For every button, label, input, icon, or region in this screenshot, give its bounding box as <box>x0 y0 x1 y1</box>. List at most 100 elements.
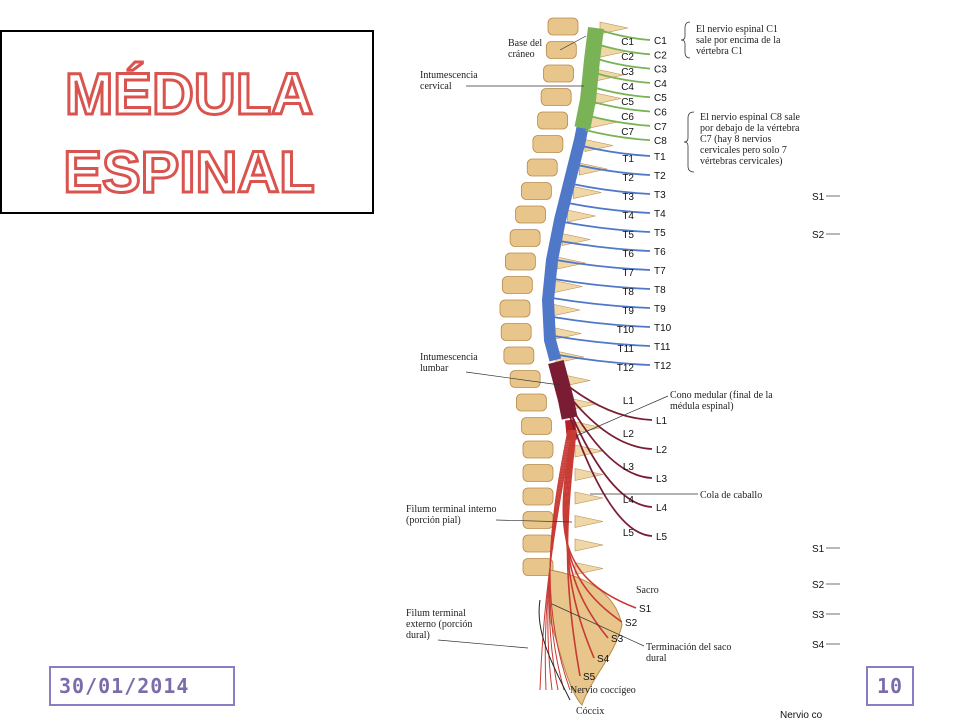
note-c8: El nervio espinal C8 sale <box>700 112 801 123</box>
nerve-t9 <box>551 297 651 309</box>
vertebra-process <box>599 21 629 35</box>
note-c1: sale por encima de la <box>696 35 781 46</box>
edge-label-1: S2 <box>812 230 825 241</box>
vertebra-label-t6: T6 <box>622 249 634 260</box>
label-intum-cervical: Intumescencia <box>420 70 478 81</box>
nerve-c7 <box>588 114 651 127</box>
vertebra-body <box>509 370 541 388</box>
edge-label-3: S2 <box>812 580 825 591</box>
cord-lumbar <box>548 359 578 420</box>
vertebra-label-t11: T11 <box>618 344 635 355</box>
nerve-label-l3: L3 <box>656 474 668 485</box>
nerve-c1 <box>599 29 651 41</box>
nerve-c6 <box>591 100 651 113</box>
vertebra-label-t9: T9 <box>622 306 634 317</box>
vertebra-label-t7: T7 <box>622 268 634 279</box>
vertebra-body <box>499 299 531 318</box>
label-base-craneo: Base del <box>508 38 542 49</box>
nerve-label-t10: T10 <box>654 323 672 334</box>
label-filum-interno: Filum terminal interno <box>406 504 497 515</box>
nerve-t1 <box>581 145 651 157</box>
edge-label-5: S4 <box>812 640 825 651</box>
note-c8: cervicales pero solo 7 <box>700 145 787 156</box>
vertebra-label-c3: C3 <box>621 67 634 78</box>
leader-base <box>559 35 587 51</box>
vertebra-label-t12: T12 <box>617 363 635 374</box>
leader-saco <box>551 603 645 647</box>
leader-filum-externo <box>437 639 529 649</box>
vertebra-label-t1: T1 <box>622 154 634 165</box>
note-c8: vértebras cervicales) <box>700 156 782 167</box>
diagram-labels: C1C2C3C4C5C6C7C8T1T2T3T4T5T6T7T8T9T10T11… <box>406 24 825 720</box>
edge-label-4: S3 <box>812 610 825 621</box>
nerve-t12 <box>558 354 651 366</box>
vertebra-process <box>574 538 604 552</box>
vertebra-body <box>543 64 574 83</box>
nerve-label-t2: T2 <box>654 171 666 182</box>
page-number: 10 <box>866 666 914 706</box>
vertebra-body <box>509 229 541 247</box>
nerve-label-l1: L1 <box>656 416 668 427</box>
nerve-label-s2: S2 <box>625 618 638 629</box>
nerve-label-s4: S4 <box>597 654 610 665</box>
nerve-label-c3: C3 <box>654 65 667 76</box>
note-c1: vértebra C1 <box>696 46 743 57</box>
nerve-label-l5: L5 <box>656 532 668 543</box>
nerve-t8 <box>553 278 651 290</box>
nerve-label-c7: C7 <box>654 122 667 133</box>
vertebra-label-t8: T8 <box>622 287 634 298</box>
leader-lines <box>437 21 840 649</box>
nerve-label-c5: C5 <box>654 93 667 104</box>
nerve-c4 <box>594 72 651 84</box>
vertebra-process <box>574 515 604 528</box>
vertebra-label-l5: L5 <box>623 528 635 539</box>
vertebra-process <box>567 209 596 223</box>
vertebra-body <box>522 511 554 529</box>
vertebra-process <box>574 468 604 481</box>
note-c8: por debajo de la vértebra <box>700 123 800 134</box>
nerve-label-l4: L4 <box>656 503 668 514</box>
note-saco-dural: dural <box>646 653 667 664</box>
vertebra-body <box>503 346 535 365</box>
nerve-l1 <box>560 379 653 421</box>
nerve-label-t9: T9 <box>654 304 666 315</box>
vertebra-label-c4: C4 <box>621 82 634 93</box>
edge-label-bottom: Nervio co <box>780 710 823 720</box>
nerve-t6 <box>559 240 651 252</box>
leader-intum-lumbar <box>465 371 561 386</box>
filum-terminale <box>538 599 571 701</box>
vertebra-process <box>574 491 604 505</box>
vertebra-label-t4: T4 <box>622 211 634 222</box>
vertebra-body <box>520 182 552 200</box>
nerve-label-s3: S3 <box>611 634 624 645</box>
nerve-label-t7: T7 <box>654 266 666 277</box>
footer-date: 30/01/2014 <box>49 666 235 706</box>
nerve-c2 <box>597 43 651 56</box>
leader-cono <box>575 395 669 437</box>
brace-c8 <box>683 111 695 173</box>
title-line-2: ESPINAL <box>63 140 314 205</box>
vertebra-body <box>547 17 579 36</box>
note-nervio-coccigeo: Nervio coccígeo <box>570 685 636 696</box>
nerve-l5 <box>567 411 653 537</box>
nerve-t5 <box>563 221 651 233</box>
label-intum-lumbar: Intumescencia <box>420 352 478 363</box>
cord-cervical <box>574 27 604 130</box>
nerve-label-t1: T1 <box>654 152 666 163</box>
vertebra-body <box>521 417 552 435</box>
leader-filum-interno <box>495 519 573 523</box>
vertebra-label-c6: C6 <box>621 112 634 123</box>
nerve-l3 <box>564 395 653 479</box>
vertebra-label-c1: C1 <box>621 37 634 48</box>
vertebra-body <box>522 464 554 482</box>
note-c8: C7 (hay 8 nervios <box>700 134 771 145</box>
nerve-label-c8: C8 <box>654 136 667 147</box>
nerve-c8 <box>585 129 651 141</box>
label-filum-interno: (porción pial) <box>406 515 461 526</box>
vertebra-label-l4: L4 <box>623 495 635 506</box>
nerve-label-c4: C4 <box>654 79 667 90</box>
nerve-t7 <box>555 259 651 271</box>
brace-c1 <box>680 21 691 59</box>
nerve-label-c2: C2 <box>654 50 667 61</box>
title-line-1: MÉDULA <box>65 62 313 127</box>
